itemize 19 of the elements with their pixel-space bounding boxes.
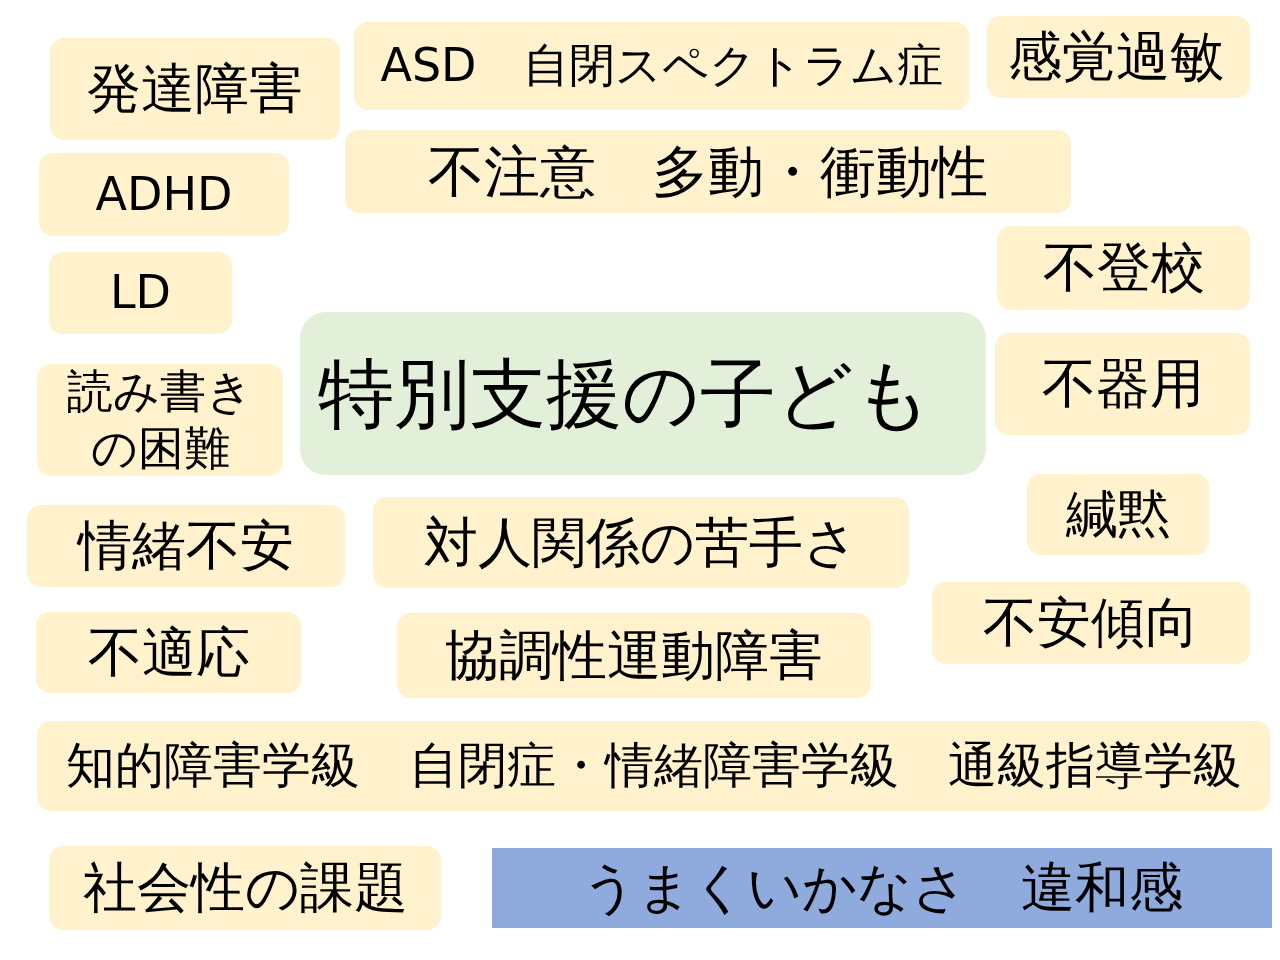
main-topic-box: 特別支援の子ども	[300, 312, 986, 475]
keyword-box: 不登校	[997, 226, 1250, 310]
keyword-box: ADHD	[39, 153, 289, 236]
keyword-box: 感覚過敏	[987, 16, 1250, 98]
keyword-box: 緘黙	[1027, 474, 1209, 555]
keyword-box: 知的障害学級 自閉症・情緒障害学級 通級指導学級	[37, 721, 1270, 811]
keyword-box: 不器用	[995, 333, 1250, 435]
keyword-box: 社会性の課題	[49, 846, 441, 930]
keyword-box: 発達障害	[50, 38, 340, 140]
keyword-box: 不安傾向	[932, 582, 1250, 664]
keyword-box: 読み書きの困難	[37, 364, 283, 476]
keyword-box: 情緒不安	[27, 505, 345, 587]
keyword-box: 対人関係の苦手さ	[373, 497, 909, 588]
keyword-box: 不注意 多動・衝動性	[345, 130, 1071, 213]
keyword-box: 協調性運動障害	[397, 613, 871, 698]
keyword-box: 不適応	[36, 612, 301, 693]
keyword-box: LD	[49, 252, 232, 334]
summary-bar: うまくいかなさ 違和感	[492, 848, 1272, 928]
keyword-box: ASD 自閉スペクトラム症	[354, 22, 969, 110]
